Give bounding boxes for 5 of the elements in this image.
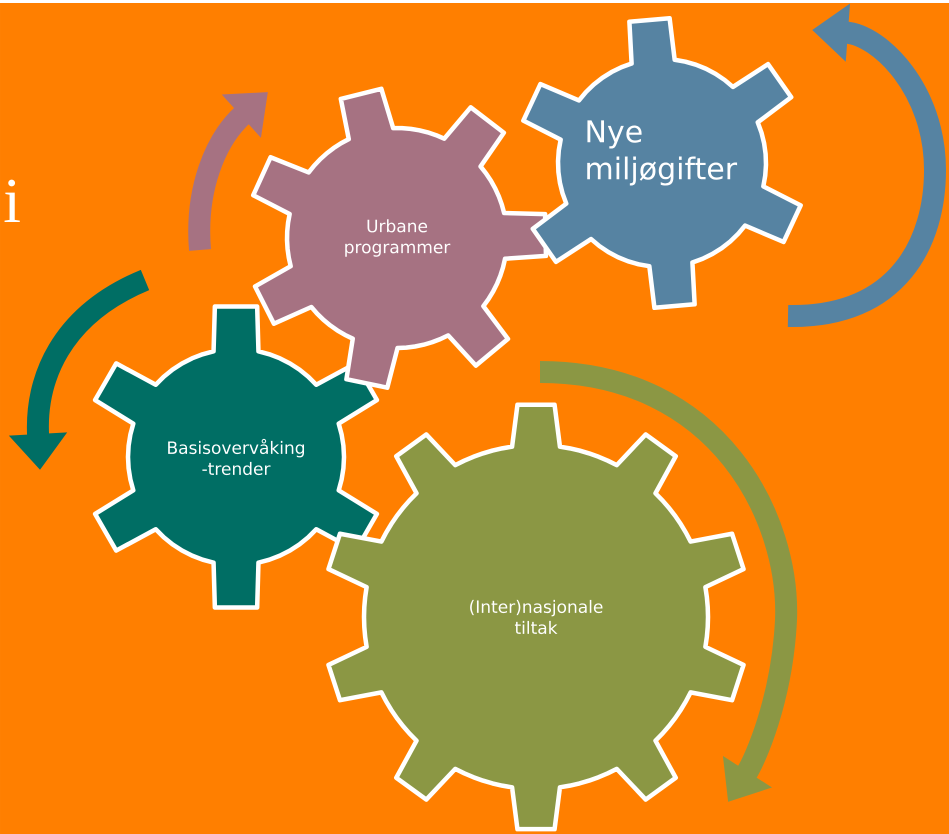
gear: Nye miljøgifter <box>521 16 803 310</box>
gear: Basisovervåking -trender <box>92 304 380 610</box>
cut-off-letter: i <box>4 180 20 222</box>
gear: Urbane programmer <box>251 86 548 390</box>
gear: (Inter)nasjonale tiltak <box>326 402 746 832</box>
